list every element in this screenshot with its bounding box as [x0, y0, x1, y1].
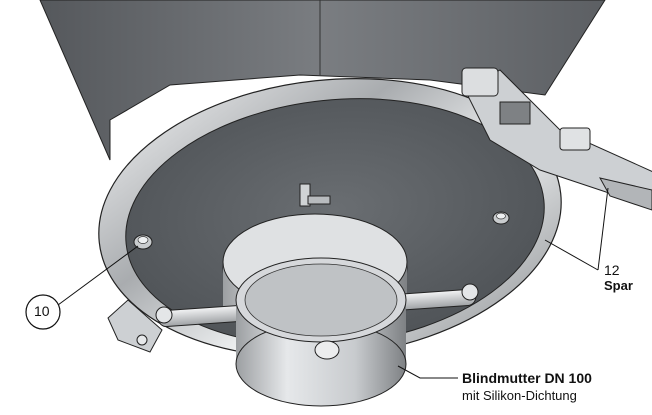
- clamp-hinge: [107, 299, 163, 353]
- blind-nut-subtitle: mit Silikon-Dichtung: [462, 388, 577, 403]
- callout-label-12: Spar: [604, 278, 633, 293]
- callout-number-10: 10: [34, 303, 50, 319]
- clamp-lever: [461, 67, 652, 211]
- callout-number-12: 12: [604, 262, 620, 278]
- plate-bolt-right: [492, 211, 510, 225]
- blind-nut-title: Blindmutter DN 100: [462, 370, 592, 386]
- leader-line-blind-nut: [397, 365, 458, 379]
- callout-circle-10: [25, 294, 61, 330]
- leader-line-10: [57, 245, 139, 306]
- hopper-body: [39, 0, 606, 161]
- leader-line-12b: [597, 187, 609, 271]
- blind-nut: [235, 257, 407, 407]
- plate-bolt-left: [133, 234, 153, 250]
- leader-line-12a: [544, 239, 599, 271]
